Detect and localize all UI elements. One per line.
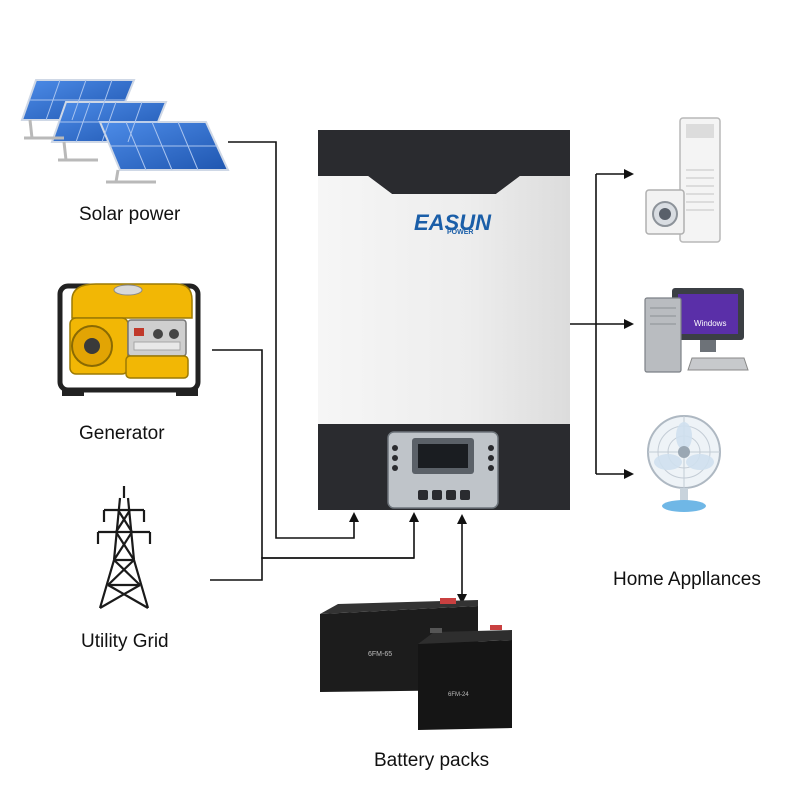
utility-tower-icon xyxy=(96,486,152,609)
lcd-display xyxy=(418,444,468,468)
panel-button-1[interactable] xyxy=(418,490,428,500)
washing-machine-icon xyxy=(645,189,685,235)
panel-button-3[interactable] xyxy=(446,490,456,500)
generator-label: Generator xyxy=(79,423,165,444)
connector-lines xyxy=(210,141,634,604)
inverter-brand: EASUN xyxy=(414,210,492,235)
solar-connector-arrow xyxy=(228,141,359,539)
battery-small-model: 6FM-24 xyxy=(448,692,469,698)
inverter-unit: EASUN POWER xyxy=(318,130,570,510)
battery-packs-label: Battery packs xyxy=(374,750,489,771)
inverter-control-panel xyxy=(387,431,499,509)
solar-panel-icon xyxy=(20,79,230,184)
panel-button-2[interactable] xyxy=(432,490,442,500)
utility-grid-label: Utility Grid xyxy=(81,631,169,652)
battery-small-icon: 6FM-24 xyxy=(418,625,512,730)
generator-icon xyxy=(57,283,201,396)
inverter-brand-sub: POWER xyxy=(447,229,473,236)
monitor-screen-text: Windows xyxy=(694,319,726,328)
solar-power-label: Solar power xyxy=(79,204,181,225)
electric-fan-icon xyxy=(647,415,721,512)
desktop-computer-icon: Windows xyxy=(644,288,749,373)
home-appliances-label: Home Appllances xyxy=(613,569,761,590)
air-conditioner-icon xyxy=(679,117,721,243)
panel-button-4[interactable] xyxy=(460,490,470,500)
grid-connector-arrow xyxy=(210,512,419,581)
battery-large-model: 6FM-65 xyxy=(368,651,392,658)
